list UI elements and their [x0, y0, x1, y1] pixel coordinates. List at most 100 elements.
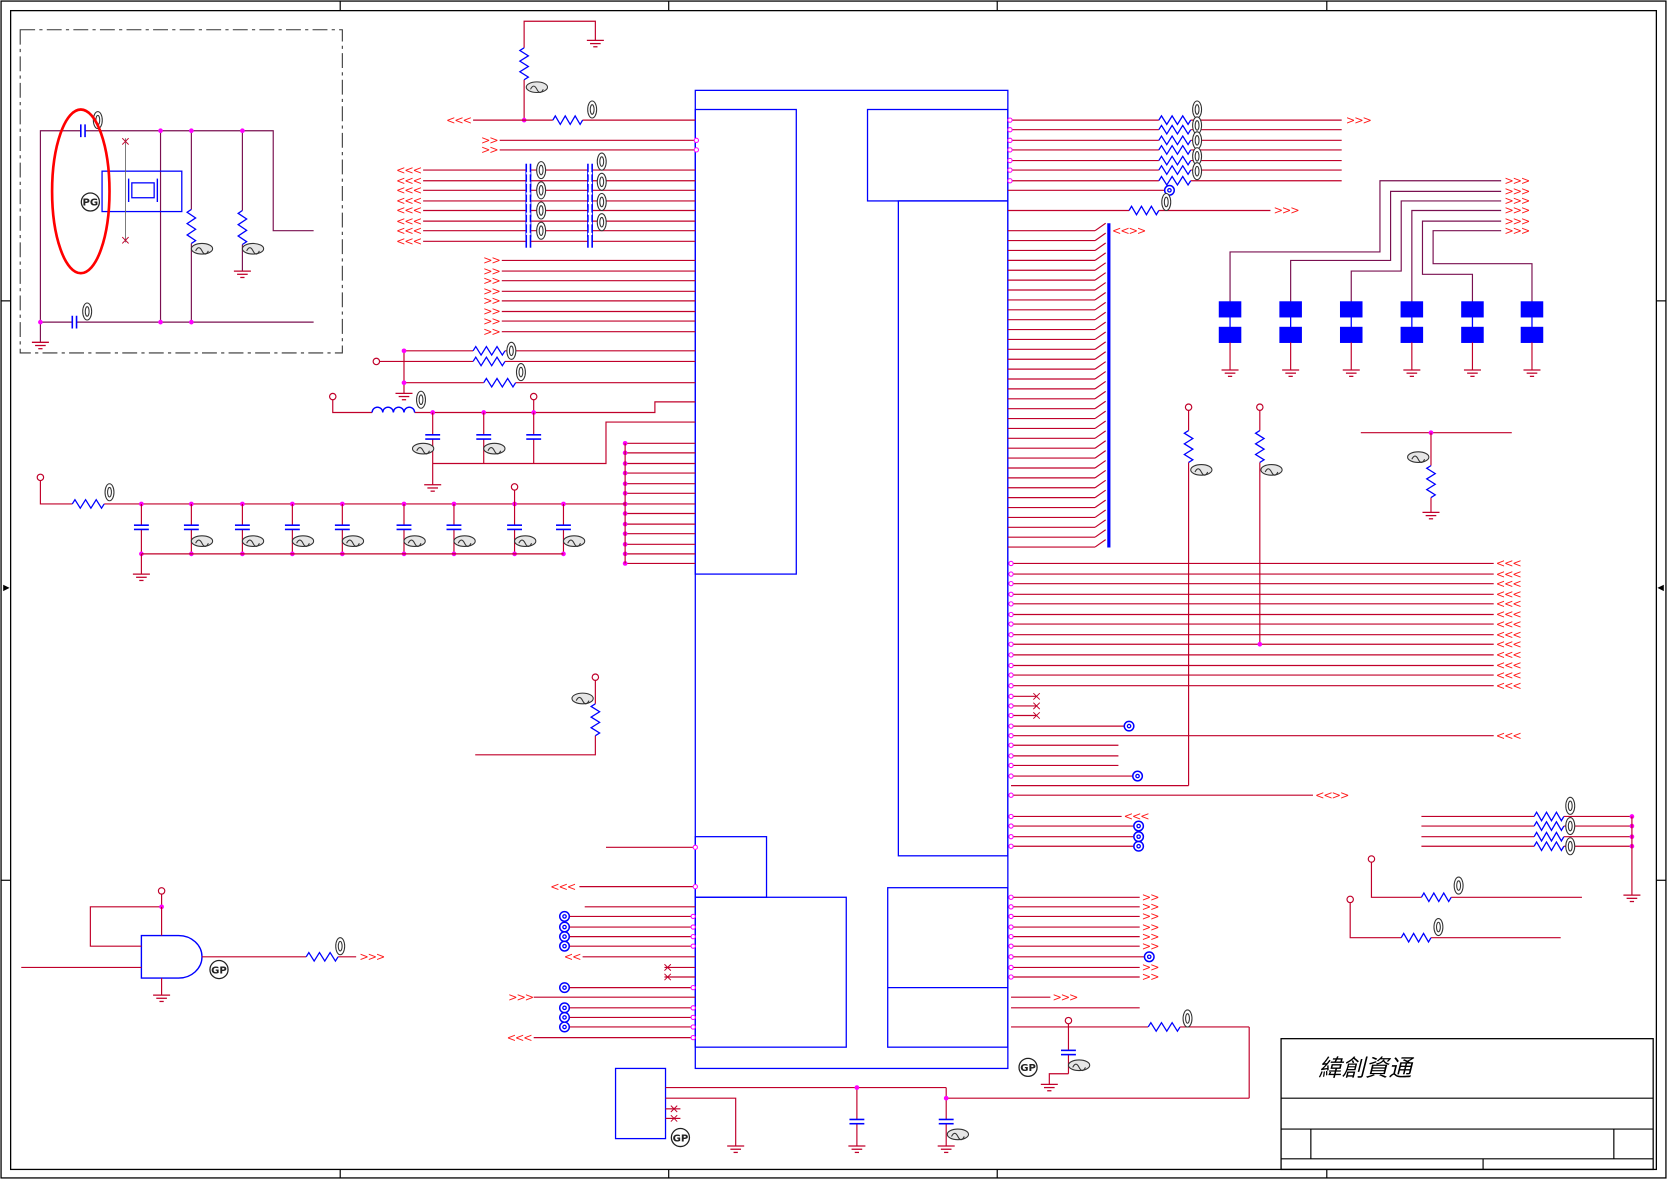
- pin-marker: [1008, 693, 1014, 700]
- junction-dot: [1428, 430, 1434, 436]
- pin-marker: [690, 1024, 696, 1030]
- pin-marker: [1008, 933, 1014, 940]
- no-connect-mark: [121, 236, 129, 244]
- part-tag: [587, 100, 598, 119]
- ground-symbol: [395, 392, 413, 401]
- junction-dot: [401, 501, 407, 507]
- test-point: [558, 931, 571, 943]
- resistor-symbol: [1400, 932, 1432, 944]
- test-point: [1133, 820, 1145, 832]
- switch-pad-top: [1400, 301, 1424, 318]
- test-point-center: [562, 924, 567, 930]
- part-tag: [1433, 918, 1444, 937]
- part-tag: [1192, 131, 1203, 150]
- pin-marker: [690, 1005, 696, 1011]
- variant-tag-glyph: [518, 539, 533, 547]
- pin-marker: [1008, 954, 1014, 960]
- part-tag: [335, 937, 346, 956]
- wire: [1094, 469, 1106, 479]
- switch-net: [1411, 209, 1502, 302]
- resistor-symbol: [472, 356, 506, 367]
- test-point-ring: [558, 1011, 571, 1023]
- pin-marker: [1008, 580, 1014, 587]
- pin-marker: [1008, 924, 1014, 930]
- ic-section-left-upper: [694, 108, 797, 575]
- wire: [1094, 529, 1106, 538]
- power-terminal: [529, 392, 538, 401]
- wire-gap: [587, 172, 593, 190]
- pullup-net: [523, 20, 596, 121]
- part-tag-inner: [1435, 921, 1441, 933]
- part-tag-inner: [1194, 120, 1200, 131]
- crystal-net-top: [39, 130, 314, 343]
- part-tag-inner: [538, 164, 544, 176]
- pin-marker: [1007, 147, 1013, 153]
- ground-symbol: [424, 484, 442, 492]
- wire: [1094, 519, 1106, 528]
- part-tag: [416, 390, 426, 409]
- off-page-connector: <<<: [1496, 729, 1522, 742]
- part-tag-outline: [82, 302, 93, 321]
- test-point-center: [1135, 773, 1140, 779]
- aux-ic-body: [614, 1067, 667, 1140]
- pin-marker: [1008, 571, 1014, 577]
- wire-gap: [72, 313, 77, 331]
- variant-tag: [1190, 464, 1213, 476]
- gp-marker-ring: [209, 959, 229, 980]
- ground-symbol: [132, 573, 150, 582]
- resistor-symbol: [1158, 155, 1192, 166]
- junction-dot: [38, 319, 43, 325]
- resistor-symbol: [1183, 430, 1195, 463]
- test-point-ring: [558, 931, 571, 943]
- resistor-symbol: [518, 47, 530, 81]
- variant-tag-outline: [411, 442, 435, 455]
- part-tag-outline: [536, 221, 547, 240]
- off-page-connector: <<<: [1496, 618, 1522, 631]
- pin-marker: [1008, 792, 1014, 798]
- pin-marker: [693, 147, 700, 153]
- off-page-connector: >>>: [359, 951, 385, 964]
- wire-gap: [424, 434, 442, 440]
- no-connect-mark: [670, 1114, 678, 1122]
- pin-marker: [1007, 127, 1013, 133]
- part-tag-outline: [1161, 192, 1172, 212]
- crystal-section-boundary: [19, 29, 343, 354]
- no-connect-mark: [670, 1105, 678, 1113]
- wire: [1094, 390, 1106, 400]
- part-tag-inner: [599, 196, 605, 208]
- ground-symbol: [937, 1145, 955, 1154]
- power-terminal: [1184, 403, 1193, 411]
- resistor-symbol: [1158, 144, 1192, 156]
- wire: [1094, 222, 1106, 232]
- part-tag-outline: [1192, 100, 1203, 119]
- part-tag-inner: [1194, 165, 1200, 177]
- variant-tag: [341, 535, 365, 547]
- off-page-connector: <<<: [396, 204, 422, 217]
- resistor-symbol: [1158, 134, 1192, 146]
- pin-marker: [1008, 560, 1014, 567]
- wire: [665, 1097, 737, 1147]
- test-point: [558, 1021, 571, 1033]
- off-page-connector: <<<: [1496, 568, 1522, 581]
- test-point-center: [1146, 954, 1152, 960]
- resistor-symbol: [305, 951, 339, 963]
- wire-gap: [445, 525, 463, 530]
- part-tag: [104, 483, 115, 502]
- resistor-symbol: [589, 703, 601, 737]
- part-tag: [1565, 796, 1576, 815]
- wire-gap: [283, 525, 301, 530]
- resistor-symbol: [1533, 820, 1565, 832]
- part-tag: [536, 181, 547, 200]
- wire: [1094, 301, 1106, 311]
- part-tag-outline: [506, 341, 517, 360]
- variant-tag: [514, 535, 537, 547]
- test-point-center: [562, 943, 567, 949]
- part-tag-inner: [599, 176, 605, 188]
- pin-marker: [1007, 167, 1013, 173]
- test-point: [1133, 831, 1145, 843]
- wire: [1094, 262, 1106, 271]
- wire-gap: [587, 181, 593, 199]
- test-point: [558, 1002, 571, 1014]
- part-tag-inner: [1567, 800, 1573, 812]
- ground-symbol: [1040, 1083, 1058, 1092]
